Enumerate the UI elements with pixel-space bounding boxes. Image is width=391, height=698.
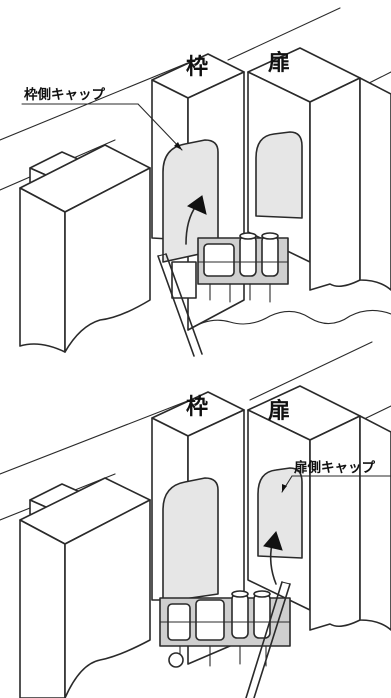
- bottom-door-label: 扉: [268, 398, 290, 424]
- top-frame-label: 枠: [186, 55, 208, 80]
- bottom-frame-label: 枠: [186, 395, 208, 420]
- bottom-lever-tool: [245, 581, 291, 698]
- top-door-label: 扉: [268, 50, 290, 76]
- bottom-cap-label: 扉側キャップ: [294, 459, 375, 476]
- bottom-frame-recess: [162, 477, 219, 603]
- bottom-lift-arrow-head: [263, 531, 283, 551]
- lift-arrow-head: [186, 195, 207, 215]
- frame-cap: [162, 139, 219, 263]
- door-front-face: [309, 77, 361, 291]
- bottom-panel: 枠 扉 扉側キャップ: [0, 341, 391, 698]
- wall-side-face: [64, 167, 151, 353]
- door-cap: [255, 131, 303, 219]
- top-panel: 枠 扉 枠側キャップ: [0, 7, 391, 357]
- hinge-mechanism: [171, 232, 289, 303]
- cap-leader-line: [137, 103, 183, 151]
- lever-tool: [157, 253, 203, 357]
- top-cap-label: 枠側キャップ: [24, 86, 105, 103]
- wall-front-face: [19, 187, 66, 353]
- bottom-door-cap: [257, 467, 303, 559]
- bottom-hinge-mechanism: [159, 590, 291, 668]
